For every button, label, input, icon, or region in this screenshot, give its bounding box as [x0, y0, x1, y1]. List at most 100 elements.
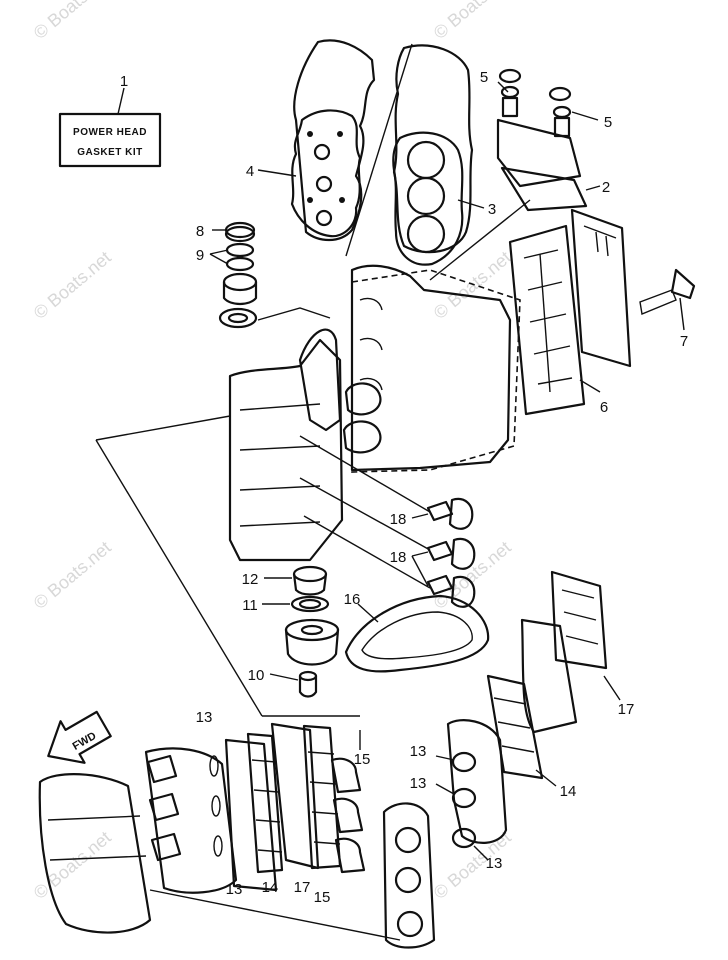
leader-line — [473, 845, 489, 861]
leader-line — [585, 185, 601, 191]
callout-13b[interactable]: 13 — [226, 881, 243, 898]
callout-10[interactable]: 10 — [248, 667, 265, 684]
seal-body — [292, 572, 328, 596]
callout-5b[interactable]: 5 — [604, 114, 612, 131]
cylinder-bore — [406, 140, 446, 180]
small-cover — [450, 575, 476, 608]
fwd-label: FWD — [71, 730, 99, 753]
callout-18b[interactable]: 18 — [390, 549, 407, 566]
small-gasket — [426, 500, 454, 522]
o-ring — [451, 787, 477, 809]
leader-line — [411, 551, 429, 557]
callout-13d[interactable]: 13 — [410, 775, 427, 792]
part-8-seal[interactable] — [212, 221, 256, 243]
part-16-base-gasket[interactable] — [344, 594, 490, 673]
port-housing — [446, 719, 508, 844]
callout-14b[interactable]: 14 — [560, 783, 577, 800]
leader-line — [679, 297, 685, 331]
part-13-o-rings-right[interactable] — [435, 719, 508, 861]
reed-gasket-ribs — [307, 751, 341, 845]
leader-line — [535, 769, 557, 787]
bearing-ring — [218, 307, 258, 329]
intake-gasket-frame — [508, 224, 586, 416]
manifold-plate — [520, 618, 578, 734]
carb-port — [148, 792, 180, 822]
fitting-pipe — [639, 289, 677, 315]
fitting-body — [501, 96, 519, 118]
callout-17b[interactable]: 17 — [294, 879, 311, 896]
crankcase — [95, 328, 360, 717]
head-cover-outline — [293, 39, 376, 242]
leader-line — [117, 87, 125, 115]
bearing-housing — [218, 272, 331, 329]
seal-ring — [224, 225, 256, 243]
part-1-gasket-kit[interactable]: POWER HEAD GASKET KIT — [58, 87, 162, 168]
part-4-head-cover[interactable] — [257, 39, 376, 242]
block-boss — [344, 382, 382, 416]
callout-14a[interactable]: 14 — [262, 879, 279, 896]
housing-bore — [300, 624, 324, 636]
carb-plate — [144, 747, 238, 894]
assembly-line — [429, 199, 531, 281]
leader-line — [435, 783, 455, 795]
part-5-fittings[interactable] — [497, 68, 599, 138]
leader-line — [579, 379, 601, 393]
fitting-washer — [552, 105, 572, 119]
assembly-line — [95, 415, 231, 441]
leader-line — [603, 675, 621, 701]
callout-11[interactable]: 11 — [242, 597, 258, 614]
cylinder-bore — [406, 176, 446, 216]
callout-9[interactable]: 9 — [196, 247, 204, 264]
callout-3[interactable]: 3 — [488, 201, 496, 218]
callout-18a[interactable]: 18 — [390, 511, 407, 528]
callout-13e[interactable]: 13 — [486, 855, 503, 872]
leader-line — [257, 169, 297, 177]
head-gasket-outline — [290, 109, 362, 238]
part-10-bushing[interactable] — [269, 670, 318, 698]
callout-17a[interactable]: 17 — [618, 701, 635, 718]
stud-hole — [337, 131, 343, 137]
callout-5a[interactable]: 5 — [480, 69, 488, 86]
base-gasket-inner — [361, 611, 473, 660]
block-detail — [359, 297, 383, 391]
callout-12[interactable]: 12 — [242, 571, 259, 588]
part-7-fitting[interactable] — [639, 268, 696, 331]
base-gasket-outer — [344, 594, 490, 673]
block-boss — [342, 420, 382, 454]
bearing-top — [222, 272, 258, 292]
engine-block — [342, 264, 521, 473]
part-12-seal[interactable] — [264, 565, 328, 596]
exhaust-body — [382, 802, 436, 949]
part-14-reed-gasket-right[interactable] — [486, 674, 557, 787]
callout-4[interactable]: 4 — [246, 163, 254, 180]
part-2-cover-plate[interactable] — [496, 118, 601, 212]
reed-gasket-ribs — [561, 589, 599, 645]
part-9-o-rings[interactable] — [209, 242, 255, 272]
o-ring — [225, 256, 255, 272]
crankcase-cover — [38, 773, 152, 934]
callout-2[interactable]: 2 — [602, 179, 610, 196]
seal-top — [292, 565, 328, 583]
callout-15a[interactable]: 15 — [354, 751, 371, 768]
part-11-o-ring[interactable] — [262, 595, 330, 613]
part-17-intake-stack[interactable] — [520, 570, 621, 734]
callout-15b[interactable]: 15 — [314, 889, 331, 906]
intake-spacer — [224, 738, 278, 892]
reed-gasket-ribs — [251, 759, 283, 853]
part-18-gaskets[interactable] — [299, 435, 476, 608]
o-ring — [451, 827, 477, 849]
carb-port — [146, 754, 178, 784]
small-cover — [448, 497, 474, 530]
callout-1[interactable]: 1 — [120, 73, 128, 90]
part-3-cylinder-gasket[interactable] — [345, 43, 531, 281]
callout-8[interactable]: 8 — [196, 223, 204, 240]
callout-13a[interactable]: 13 — [196, 709, 213, 726]
callout-13c[interactable]: 13 — [410, 743, 427, 760]
part-6-intake-gasket[interactable] — [508, 208, 632, 416]
leader-line — [269, 673, 299, 681]
callout-16[interactable]: 16 — [344, 591, 361, 608]
callout-6[interactable]: 6 — [600, 399, 608, 416]
callout-7[interactable]: 7 — [680, 333, 688, 350]
reed-petal — [334, 837, 366, 874]
fitting-body — [553, 116, 571, 138]
